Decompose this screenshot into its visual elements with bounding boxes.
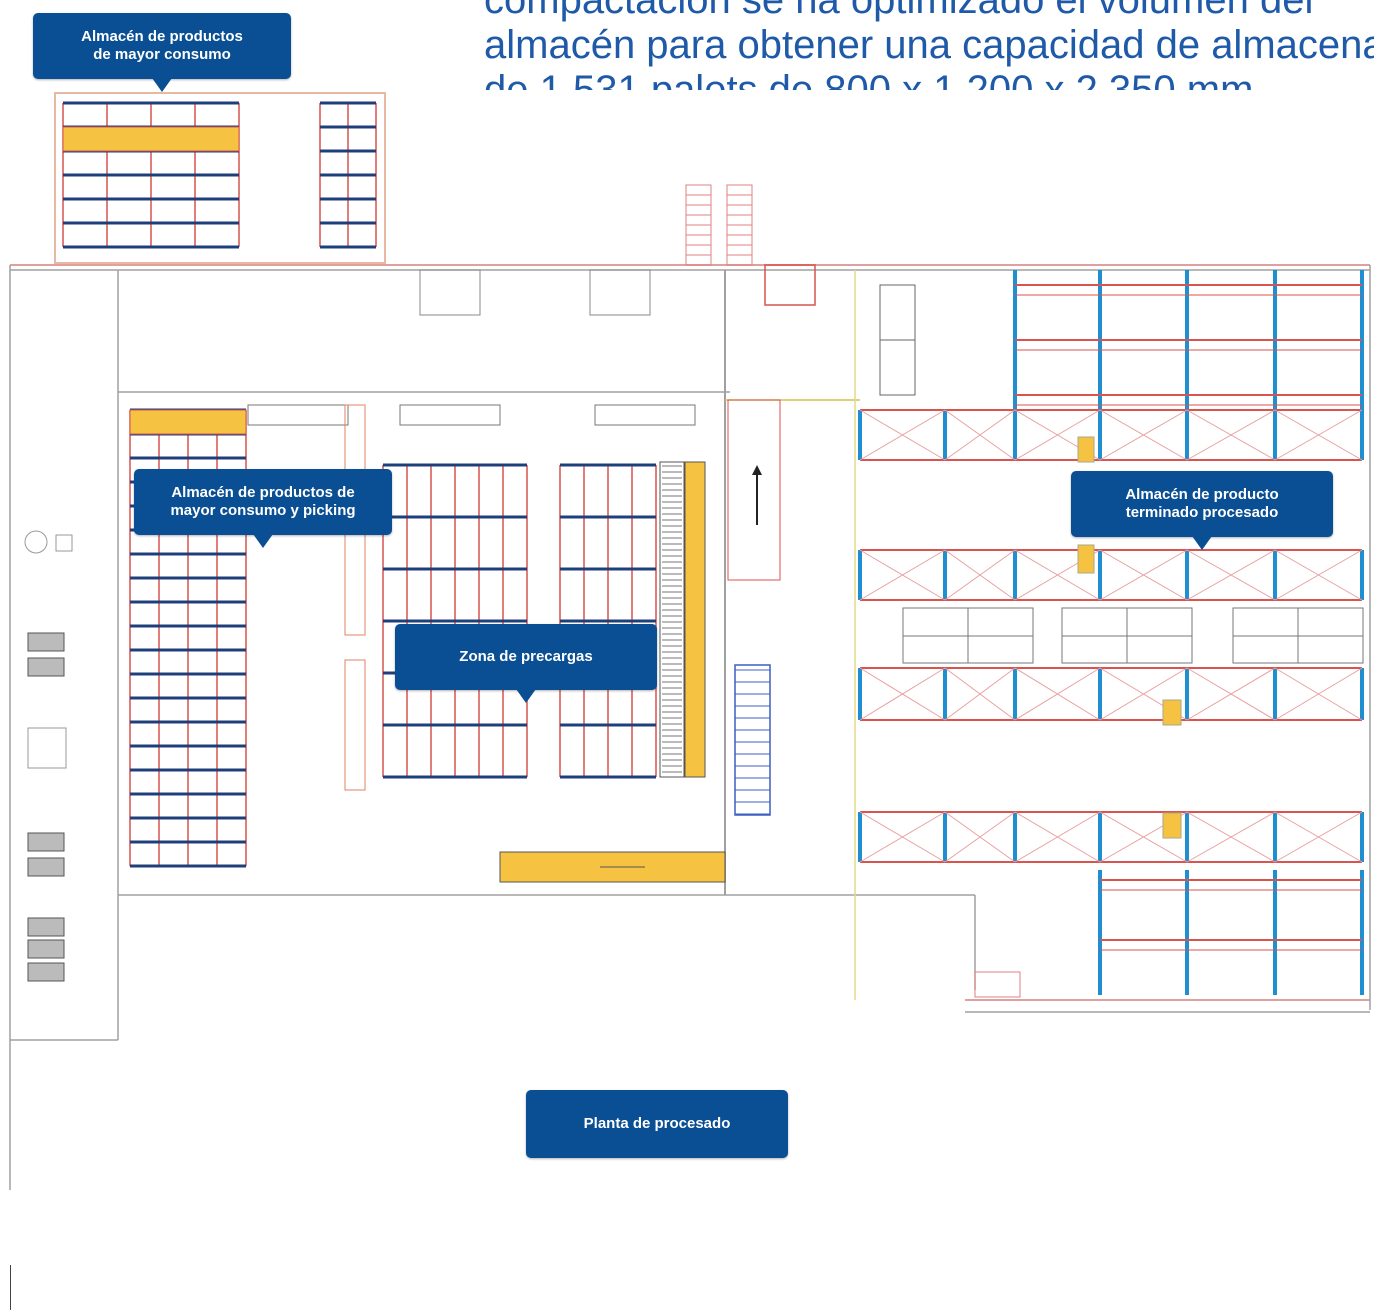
equipment-circle: [24, 530, 48, 554]
band-2-brace: [1099, 549, 1188, 601]
right-pallet: [1162, 812, 1182, 839]
equipment-box: [27, 632, 65, 652]
dock-box: [247, 404, 349, 426]
callout-mayor-consumo-line1: Almacén de productos: [81, 28, 243, 45]
plan-details: [24, 184, 1364, 998]
stair-landing: [764, 264, 816, 306]
band-3-brace: [859, 667, 946, 721]
stairs-bottom: [974, 971, 1021, 998]
rack-structures: [62, 101, 1364, 995]
callout-precargas: Zona de precargas: [395, 624, 657, 703]
band-4-brace: [859, 811, 946, 863]
equipment-box: [27, 832, 65, 852]
callout-picking-line1: Almacén de productos de: [171, 484, 355, 501]
right-pallet: [1077, 436, 1095, 463]
page-edge-line: [10, 1265, 11, 1310]
dock-door: [419, 269, 481, 316]
band-3-brace: [1274, 667, 1363, 721]
band-3-brace: [1014, 667, 1101, 721]
equipment-square: [55, 534, 73, 552]
band-3-brace: [1099, 667, 1188, 721]
callout-terminado-line1: Almacén de producto: [1125, 486, 1279, 503]
equipment-box: [27, 939, 65, 959]
picking-rack-pallet-row: [129, 409, 247, 435]
dock-box: [399, 404, 501, 426]
band-4-brace: [1186, 811, 1276, 863]
band-1-brace: [859, 409, 946, 461]
callout-picking-line2: mayor consumo y picking: [170, 502, 356, 519]
right-pallet: [1077, 544, 1095, 574]
building-walls: [9, 92, 1371, 1190]
band-1-brace: [1186, 409, 1276, 461]
band-3-brace: [1186, 667, 1276, 721]
arrow-head: [752, 465, 762, 475]
annex-rack-pallet-row: [62, 126, 240, 152]
band-2-brace: [1274, 549, 1363, 601]
band-3-brace: [944, 667, 1016, 721]
band-2-brace: [944, 549, 1016, 601]
conveyor-box: [727, 399, 781, 581]
callout-terminado-line2: terminado procesado: [1125, 504, 1279, 521]
annex-outline: [54, 92, 386, 264]
band-4-brace: [1014, 811, 1101, 863]
right-pallet: [1162, 699, 1182, 726]
callout-planta: Planta de procesado: [526, 1090, 788, 1158]
callout-planta-line1: Planta de procesado: [583, 1115, 731, 1132]
band-1-brace: [944, 409, 1016, 461]
intro-line-3: de 1.531 palets de 800 x 1.200 x 2.350 m…: [484, 68, 1265, 90]
band-4-brace: [1274, 811, 1363, 863]
callout-mayor-consumo: Almacén de productos de mayor consumo: [33, 13, 291, 92]
band-2-brace: [1186, 549, 1276, 601]
equipment-box: [27, 962, 65, 982]
band-2-brace: [859, 549, 946, 601]
lift-structure: [734, 664, 771, 816]
callout-precargas-line1: Zona de precargas: [459, 648, 593, 665]
equipment-box: [27, 857, 65, 877]
callout-mayor-consumo-line2: de mayor consumo: [93, 46, 231, 63]
dock-box: [594, 404, 696, 426]
equipment-box: [27, 917, 65, 937]
precarga-conveyor: [659, 461, 685, 778]
callout-terminado: Almacén de producto terminado procesado: [1071, 471, 1333, 550]
band-1-brace: [1014, 409, 1101, 461]
intro-line-1: compactación se ha optimizado el volumen…: [484, 0, 1314, 22]
callout-picking: Almacén de productos de mayor consumo y …: [134, 469, 392, 548]
intro-line-2: almacén para obtener una capacidad de al…: [484, 23, 1374, 67]
equipment-box: [27, 657, 65, 677]
equipment-table: [27, 727, 67, 769]
band-1-brace: [1274, 409, 1363, 461]
intro-paragraph: compactación se ha optimizado el volumen…: [484, 0, 1374, 90]
precarga-lane: [684, 461, 706, 778]
dock-door: [589, 269, 651, 316]
band-1-brace: [1099, 409, 1188, 461]
side-pallet-lane: [344, 659, 366, 791]
band-4-brace: [944, 811, 1016, 863]
